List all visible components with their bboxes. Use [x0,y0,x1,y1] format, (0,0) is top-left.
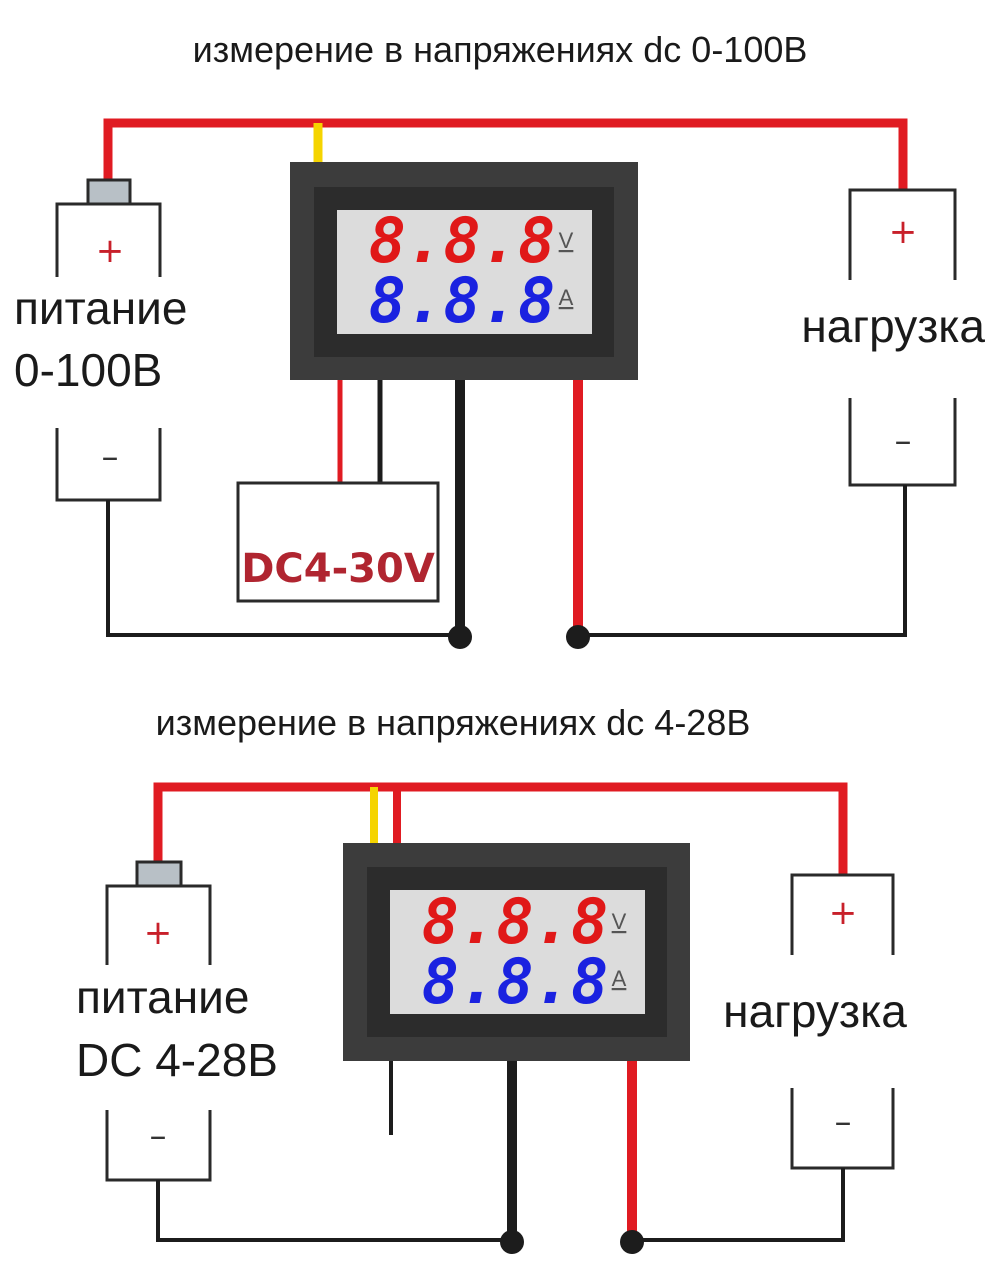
bottom-load-negative-wire [632,1168,845,1242]
bottom-source-minus: – [150,1116,167,1156]
bottom-load-plus: + [829,893,858,933]
bottom-positive-wire [153,782,848,875]
top-title: измерение в напряжениях dc 0-100В [193,29,808,70]
top-load-negative-wire [578,485,907,637]
top-converter-box [236,481,440,603]
top-meter-screen [337,210,592,334]
top-diagram: измерение в напряжениях dc 0-100В + – пи… [14,29,985,649]
bottom-title: измерение в напряжениях dc 4-28В [156,702,751,743]
bottom-amp-unit: A [612,966,627,991]
bottom-volt-unit: V [612,909,627,934]
top-source-minus: – [102,437,119,477]
bottom-diagram: измерение в напряжениях dc 4-28В + – пит… [76,702,907,1254]
top-load-minus: – [895,421,912,461]
bottom-meter-screen [390,890,645,1014]
top-load-label: нагрузка [801,300,985,352]
top-junction-red [566,625,590,649]
bottom-source-label-line1: питание [76,971,249,1023]
top-source-plus: + [96,231,125,271]
top-load-box-upper [848,188,957,280]
top-volt-unit: V [559,228,574,253]
bottom-source-negative-wire [156,1180,512,1242]
bottom-source-plus: + [144,913,173,953]
top-source-box-upper [55,202,162,277]
top-source-terminal [86,178,132,206]
bottom-load-box-upper [790,873,895,955]
bottom-source-terminal [135,860,183,888]
top-junction-black [448,625,472,649]
bottom-load-label: нагрузка [723,985,907,1037]
top-positive-wire [103,118,908,190]
bottom-junction-red [620,1230,644,1254]
top-source-negative-wire [106,500,460,637]
bottom-source-box-upper [105,884,212,965]
top-converter-label: DC4-30V [241,546,435,592]
bottom-amp-display: 8.8.8 [422,945,609,1018]
top-load-plus: + [889,212,918,252]
bottom-load-minus: – [835,1102,852,1142]
bottom-volt-display: 8.8.8 [422,885,609,958]
top-amp-display: 8.8.8 [369,264,556,337]
top-amp-unit: A [559,285,574,310]
bottom-source-label-line2: DC 4-28В [76,1034,278,1086]
top-volt-display: 8.8.8 [369,204,556,277]
top-source-label-line2: 0-100В [14,344,162,396]
top-load-box-lower [848,398,957,487]
top-source-label-line1: питание [14,282,187,334]
bottom-junction-black [500,1230,524,1254]
